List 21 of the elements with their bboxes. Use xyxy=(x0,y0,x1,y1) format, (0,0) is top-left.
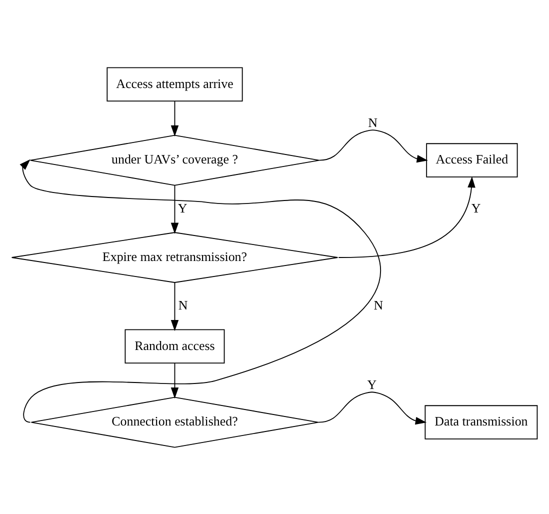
edge-label: Y xyxy=(471,200,481,215)
arrow xyxy=(170,282,179,331)
edge-label: N xyxy=(368,114,378,130)
node-box: Access attempts arrive xyxy=(106,66,243,101)
node-box: Access Failed xyxy=(426,142,518,177)
node-box: Random access xyxy=(124,328,225,363)
edge-label: N xyxy=(374,297,384,312)
arrow xyxy=(318,129,428,162)
arrow xyxy=(318,391,427,424)
edge-label: N xyxy=(178,297,188,312)
edge-label: Y xyxy=(178,200,188,215)
node-diamond: under UAVs’ coverage ? xyxy=(30,134,320,186)
arrow xyxy=(20,158,381,422)
node-diamond: Expire max retransmission? xyxy=(11,232,338,282)
arrow xyxy=(338,176,476,258)
arrow xyxy=(170,362,179,398)
arrow xyxy=(170,184,179,234)
node-diamond: Connection established? xyxy=(30,396,319,448)
node-box: Data transmission xyxy=(424,404,538,439)
edge-label: Y xyxy=(367,376,377,392)
arrow xyxy=(170,100,179,136)
